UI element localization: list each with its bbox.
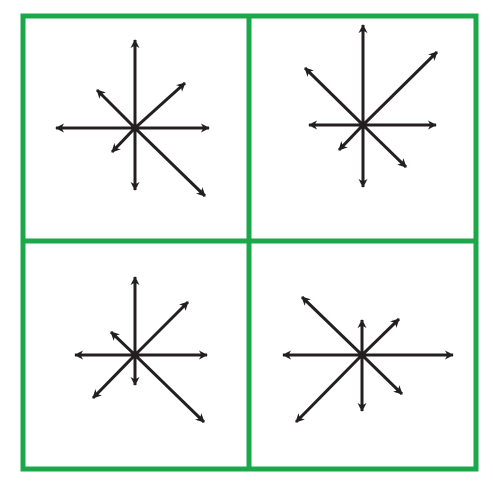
arrow-up-right (133, 81, 187, 130)
panel-top-right (303, 24, 439, 188)
arrow-down-left (294, 353, 364, 424)
arrow-up-right (361, 50, 439, 127)
arrow-up-right (133, 300, 190, 357)
arrow-down-left (337, 123, 365, 152)
panel-bottom-right (282, 295, 454, 424)
arrow-up-right (360, 317, 401, 357)
arrow-down-right (360, 353, 404, 396)
arrow-down-left (91, 353, 137, 400)
arrow-down-left (110, 126, 137, 154)
arrow-up-left (300, 295, 364, 357)
arrow-up-left (303, 66, 365, 127)
arrow-down-right (361, 123, 408, 169)
arrow-down-right (133, 353, 206, 424)
arrow-up-left (109, 330, 137, 357)
panel-top-left (55, 39, 210, 198)
panels-layer (55, 24, 454, 424)
panel-bottom-left (74, 276, 208, 424)
arrow-up-left (95, 88, 137, 130)
arrow-down-right (133, 126, 207, 198)
